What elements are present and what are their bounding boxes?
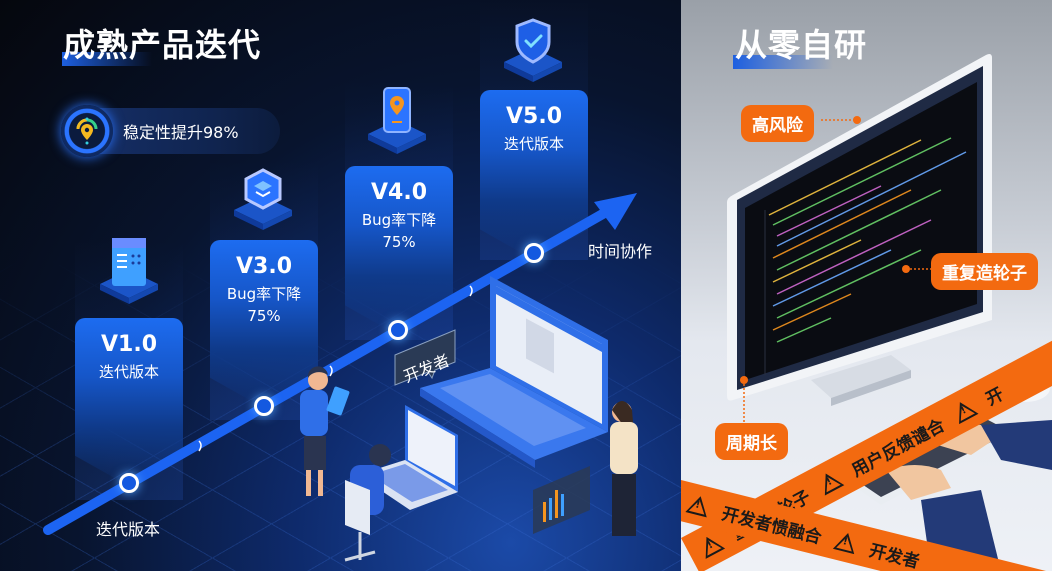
version-desc: 迭代版本 <box>503 135 564 153</box>
location-signal-icon <box>61 105 113 157</box>
title-underline <box>62 52 152 66</box>
warning-icon <box>949 396 979 424</box>
version-card-v4: V4.0 Bug率下降 75% <box>345 166 453 336</box>
version-label: V1.0 <box>101 332 157 357</box>
version-label: V4.0 <box>371 180 427 205</box>
version-desc-value: 75% <box>247 307 281 325</box>
version-label: V5.0 <box>506 104 562 129</box>
stability-text: 稳定性提升98% <box>123 123 239 142</box>
axis-end-label: 时间协作 <box>588 242 653 261</box>
right-panel-build-from-scratch: 从零自研 <box>681 0 1052 571</box>
callout-long-cycle: 周期长 <box>715 423 788 460</box>
timeline-arrow <box>43 193 637 535</box>
version-card-v3: V3.0 Bug率下降 75% <box>210 240 318 408</box>
warning-icon <box>832 529 859 554</box>
timeline-node-v3[interactable] <box>254 396 274 416</box>
warning-icon <box>685 493 712 517</box>
version-label: V3.0 <box>236 254 292 279</box>
version-desc: 迭代版本 <box>98 363 159 381</box>
version-desc-value: 75% <box>382 233 416 251</box>
stability-badge: 稳定性提升98% <box>61 105 280 157</box>
left-title: 成熟产品迭代 <box>63 26 262 64</box>
version-desc: Bug率下降 <box>361 211 437 229</box>
version-desc: Bug率下降 <box>226 285 302 303</box>
server-building-icon <box>100 238 158 304</box>
hexagon-layers-icon <box>234 168 292 230</box>
callout-reinvent-wheel: 重复造轮子 <box>931 253 1038 290</box>
tape-text: 开发者 <box>867 540 922 571</box>
location-pin-icon <box>368 87 426 154</box>
tape-text: 开 <box>982 383 1008 410</box>
title-underline <box>733 55 833 69</box>
axis-start-label: 迭代版本 <box>96 520 161 539</box>
warning-icon <box>815 467 845 496</box>
shield-check-icon <box>504 18 562 82</box>
right-title: 从零自研 <box>735 26 868 64</box>
team-collaboration-illustration <box>300 276 638 562</box>
timeline-node-v4[interactable] <box>388 320 408 340</box>
timeline-node-v5[interactable] <box>524 243 544 263</box>
callout-high-risk: 高风险 <box>741 105 814 142</box>
timeline-node-v1[interactable] <box>119 473 139 493</box>
left-panel-mature-iteration: 成熟产品迭代 稳定性提升98% V1.0 迭代版本 V3.0 Bug率下降 75… <box>0 0 681 571</box>
warning-icon <box>696 531 725 559</box>
